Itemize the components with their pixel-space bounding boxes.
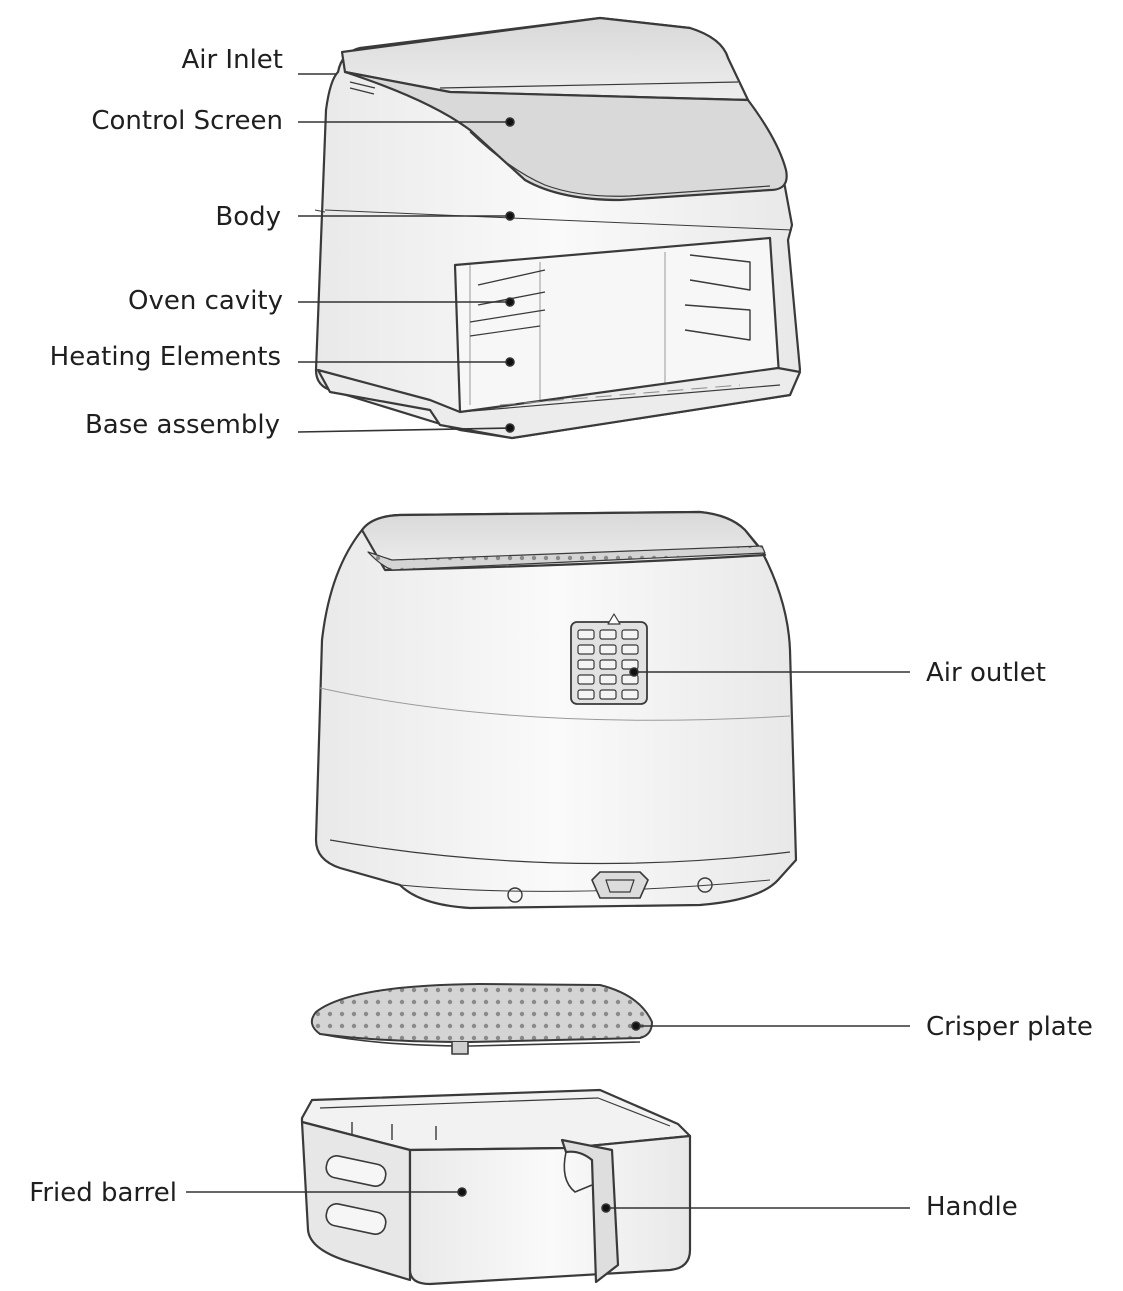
label-heating-elements: Heating Elements xyxy=(49,342,281,372)
warning-triangle-icon xyxy=(607,613,621,625)
label-crisper-plate: Crisper plate xyxy=(926,1012,1093,1042)
label-air-inlet: Air Inlet xyxy=(181,45,283,75)
base-tray xyxy=(316,366,802,440)
vent-grille-strip xyxy=(367,545,766,571)
handle-part xyxy=(560,1138,620,1284)
main-housing-front xyxy=(314,16,802,440)
crisper-plate-part xyxy=(310,983,653,1055)
label-air-outlet: Air outlet xyxy=(926,658,1046,688)
label-base-assembly: Base assembly xyxy=(84,410,280,440)
label-fried-barrel: Fried barrel xyxy=(29,1178,177,1208)
label-oven-cavity: Oven cavity xyxy=(127,286,283,316)
control-screen-shape xyxy=(343,70,788,202)
main-housing-rear xyxy=(314,510,798,910)
label-handle: Handle xyxy=(926,1192,1018,1222)
label-body: Body xyxy=(215,202,281,232)
power-socket xyxy=(591,871,649,899)
fried-barrel-part xyxy=(300,1088,692,1286)
label-control-screen: Control Screen xyxy=(91,106,283,136)
leader-base-assembly xyxy=(297,427,511,433)
